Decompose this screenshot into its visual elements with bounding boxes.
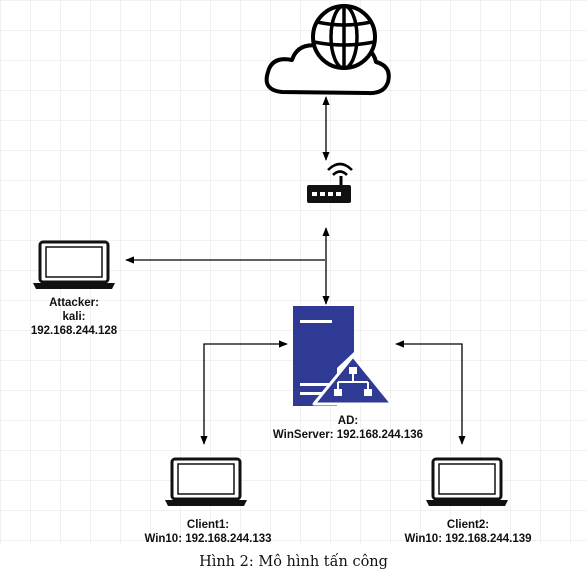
cloud-globe-icon bbox=[264, 4, 391, 96]
client2-label-line1: Client2: bbox=[446, 519, 490, 531]
laptop-icon bbox=[165, 457, 247, 506]
link-server-client2 bbox=[395, 340, 466, 445]
link-server-client1 bbox=[200, 340, 288, 445]
laptop-icon bbox=[33, 240, 115, 289]
connectors bbox=[125, 96, 466, 445]
client1-label-line2: Win10: 192.168.244.133 bbox=[144, 533, 272, 545]
client1-label-line1: Client1: bbox=[186, 519, 230, 531]
server-label-line1: AD: bbox=[337, 415, 359, 427]
client1-label: Client1: Win10: 192.168.244.133 bbox=[118, 518, 298, 546]
client2-label: Client2: Win10: 192.168.244.139 bbox=[378, 518, 558, 546]
attacker-label: Attacker: kali: 192.168.244.128 bbox=[14, 296, 134, 338]
client2-label-line2: Win10: 192.168.244.139 bbox=[404, 533, 532, 545]
server-network-icon bbox=[293, 306, 394, 406]
attacker-label-line2: kali: bbox=[62, 311, 86, 323]
laptop-icon bbox=[426, 457, 508, 506]
server-label-line2: WinServer: 192.168.244.136 bbox=[272, 429, 424, 441]
wireless-router-icon bbox=[307, 162, 353, 203]
attacker-label-line3: 192.168.244.128 bbox=[30, 325, 118, 337]
server-label: AD: WinServer: 192.168.244.136 bbox=[240, 414, 456, 442]
attacker-label-line1: Attacker: bbox=[49, 297, 99, 309]
figure-caption: Hình 2: Mô hình tấn công bbox=[199, 554, 388, 570]
